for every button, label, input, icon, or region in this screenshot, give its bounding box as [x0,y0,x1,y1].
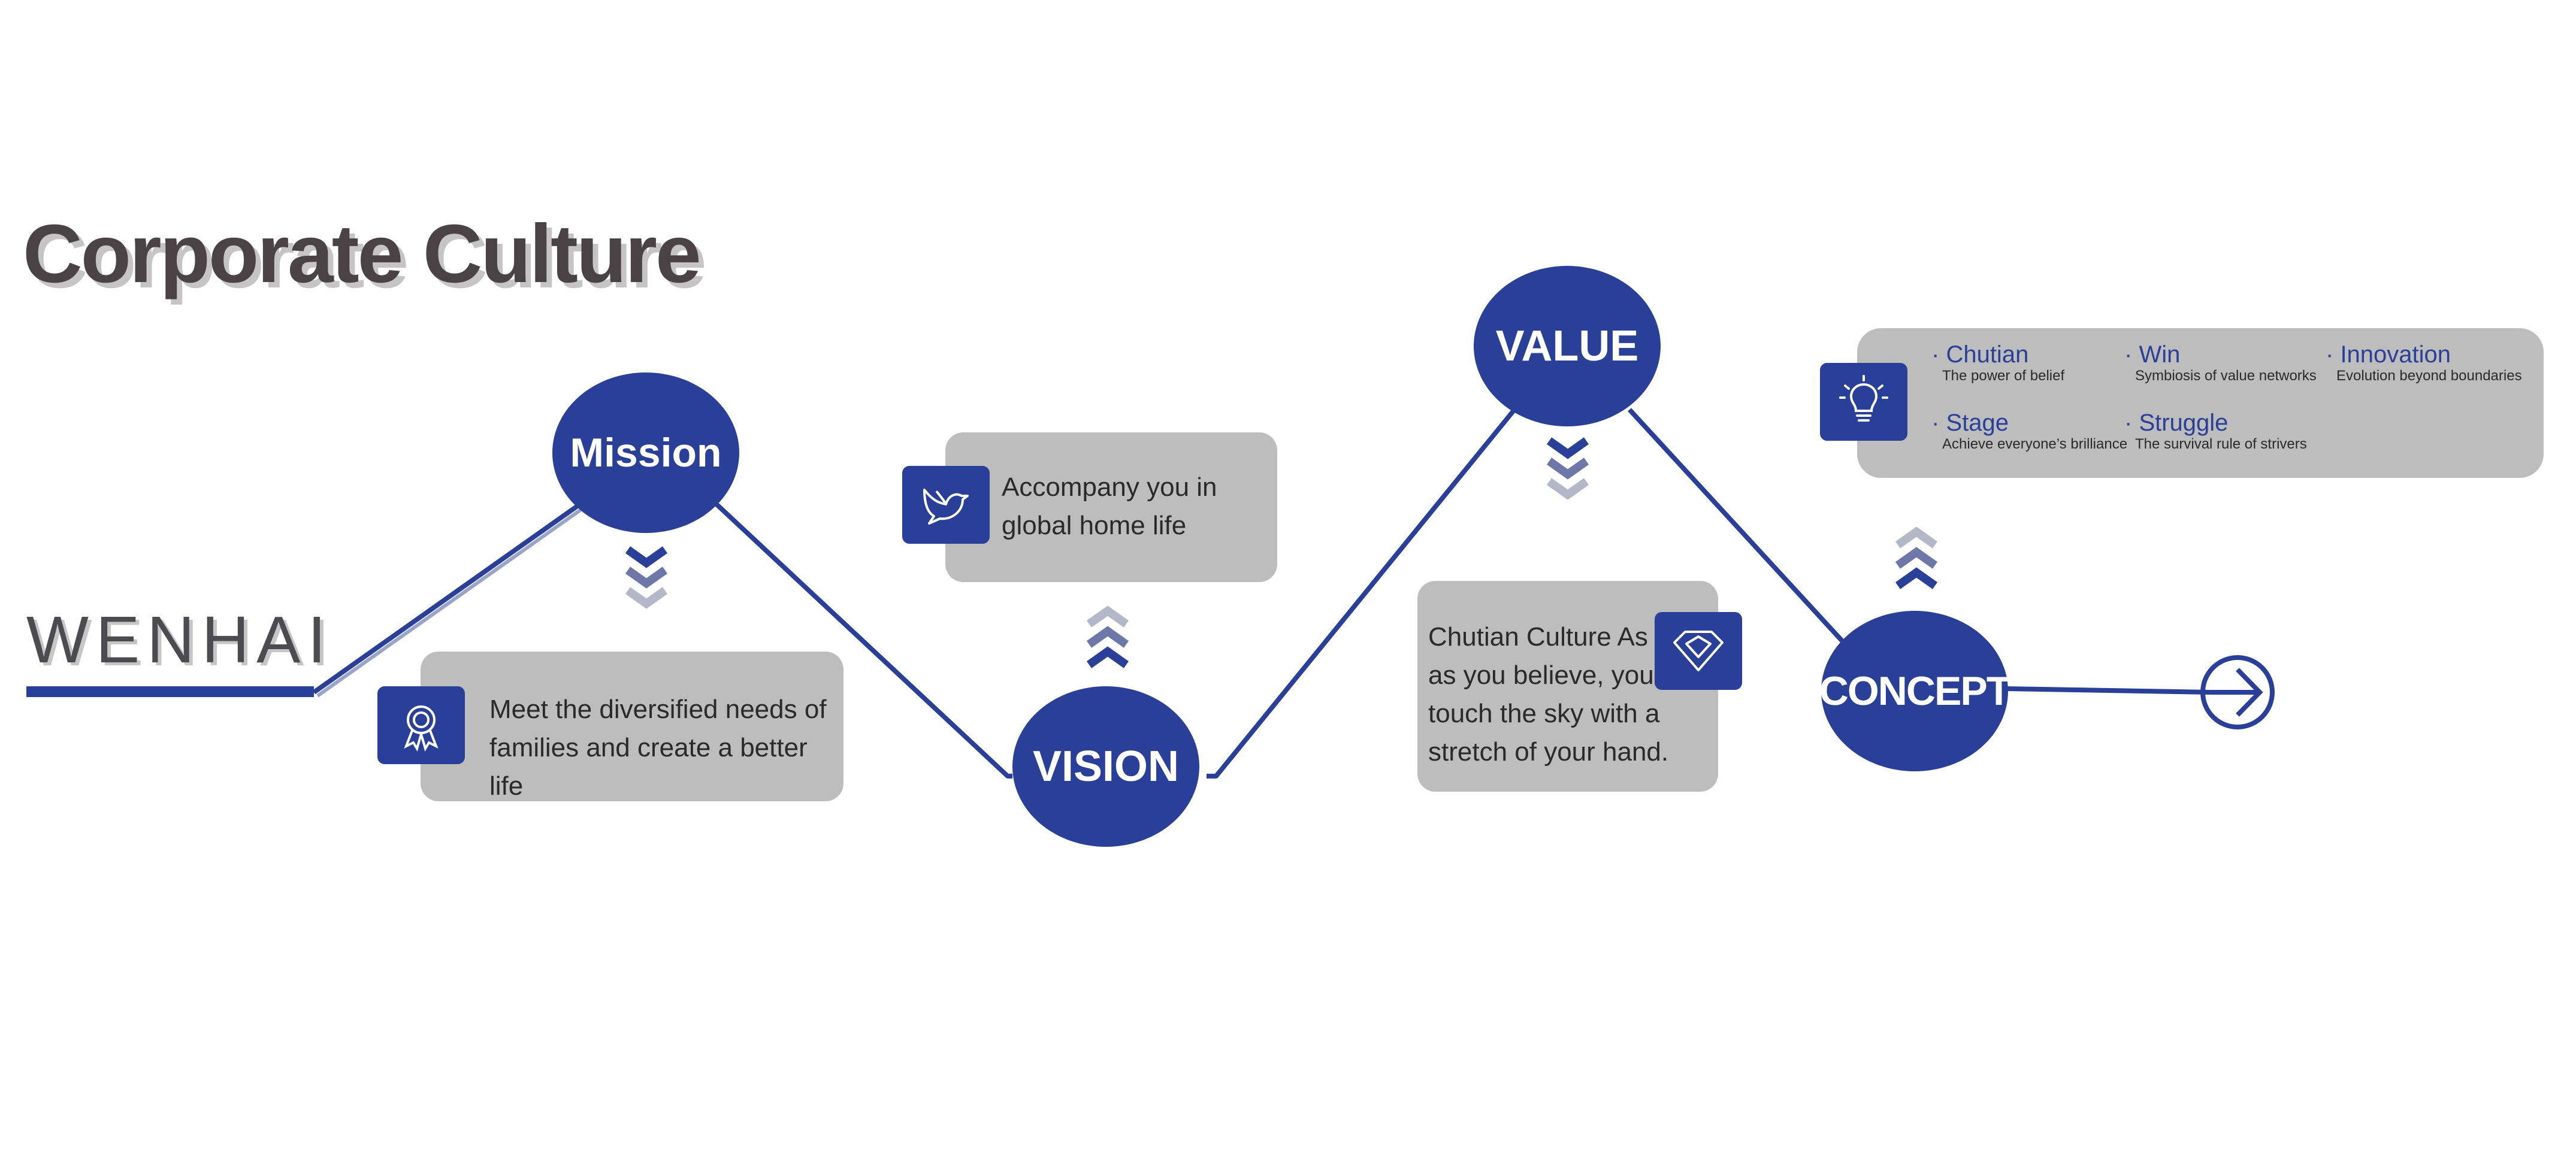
arrow-right-circle-icon [2200,655,2275,729]
concept-item: · Chutian The power of belief [1931,341,2065,384]
concept-item-sub: The power of belief [1942,368,2065,384]
concept-item-sub: The survival rule of strivers [2135,436,2307,452]
concept-item: · Struggle The survival rule of strivers [2124,410,2307,452]
path-line [715,502,1012,779]
concept-icon-box [1820,363,1907,441]
chevron-up-icon [1086,606,1129,668]
concept-item-head: Innovation [2340,341,2451,368]
chevron-down-icon [1546,437,1589,500]
concept-item: · Stage Achieve everyone’s brilliance [1931,410,2128,452]
chevron-down-icon [625,546,668,609]
brand-name: WENHAI [26,603,333,677]
concept-item: · Win Symbiosis of value networks [2124,341,2317,384]
concept-item-head: Stage [1946,410,2009,436]
mission-text: Meet the diversified needs of families a… [489,695,827,801]
path-line [312,502,582,695]
concept-item-sub: Evolution beyond boundaries [2336,368,2522,384]
mission-card: Meet the diversified needs of families a… [421,652,843,801]
vision-card: Accompany you in global home life [945,432,1277,582]
path-line [2006,686,2211,695]
vision-node: VISION [1012,686,1199,847]
value-icon-box [1655,612,1742,690]
value-node: VALUE [1474,266,1661,426]
page-title: Corporate Culture [23,208,702,300]
award-ribbon-icon [404,705,439,752]
vision-text: Accompany you in global home life [1002,472,1217,540]
concept-item-head: Win [2139,341,2181,368]
path-line [1207,408,1517,779]
mission-node: Mission [552,372,739,533]
concept-item: · Innovation Evolution beyond boundaries [2326,341,2522,384]
concept-item-head: Struggle [2139,410,2229,436]
concept-item-sub: Achieve everyone’s brilliance [1942,436,2128,452]
path-line [1628,408,1849,649]
mission-icon-box [377,686,465,764]
concept-node: CONCEPT [1819,611,2011,771]
chevron-up-icon [1895,527,1938,589]
path-shadow [316,506,585,698]
lightbulb-icon [1839,375,1888,422]
concept-item-head: Chutian [1946,341,2029,368]
concept-item-sub: Symbiosis of value networks [2135,368,2317,384]
diamond-icon [1673,631,1724,671]
vision-icon-box [902,466,990,544]
dove-icon [923,489,969,525]
brand-underline [26,686,314,697]
concept-card: · Chutian The power of belief · Win Symb… [1857,328,2544,478]
